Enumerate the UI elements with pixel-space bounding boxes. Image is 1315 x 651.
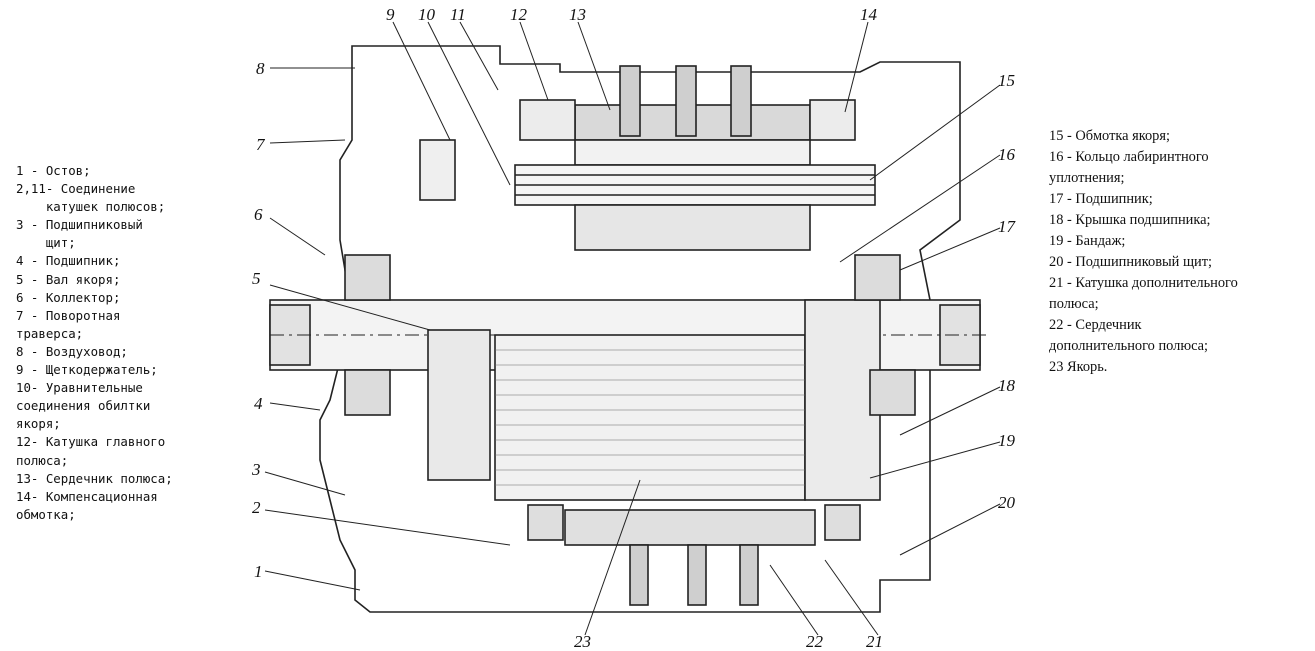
callout-12: 12: [510, 5, 528, 24]
callout-19: 19: [998, 431, 1016, 450]
pole-bolt: [619, 65, 641, 137]
legend-right-line: уплотнения;: [1049, 170, 1125, 186]
legend-left-line: щит;: [16, 235, 76, 251]
callout-6: 6: [254, 205, 263, 224]
legend-right-line: 18 - Крышка подшипника;: [1049, 212, 1211, 228]
legend-left-line: 12- Катушка главного: [16, 434, 166, 450]
legend-left-line: 5 - Вал якоря;: [16, 271, 121, 287]
legend-right-line: полюса;: [1049, 296, 1099, 312]
interpole-coil-left: [527, 504, 564, 541]
callout-3: 3: [251, 460, 261, 479]
brush-holder: [419, 139, 456, 201]
callout-22: 22: [806, 632, 824, 651]
callout-7: 7: [256, 135, 266, 154]
legend-left-line: траверса;: [16, 325, 84, 341]
bearing-left-bottom: [344, 369, 391, 416]
callout-11: 11: [450, 5, 466, 24]
callout-16: 16: [998, 145, 1016, 164]
legend-left: 1 - Остов; 2,11- Соединение катушек полюс…: [16, 162, 254, 524]
callout-20: 20: [998, 493, 1016, 512]
callout-23: 23: [574, 632, 591, 651]
callout-numbers: 1 2 3 4 5 6 7 8 9 10 11 12 13 14 15 16 1…: [251, 5, 1017, 651]
interpole-coil-right: [824, 504, 861, 541]
callout-9: 9: [386, 5, 395, 24]
legend-left-line: 10- Уравнительные: [16, 380, 143, 396]
callout-21: 21: [866, 632, 883, 651]
legend-left-line: якоря;: [16, 416, 61, 432]
legend-left-line: 3 - Подшипниковый: [16, 217, 143, 233]
legend-right-line: 17 - Подшипник;: [1049, 191, 1153, 207]
legend-left-line: обмотка;: [16, 506, 76, 522]
legend-right-line: 16 - Кольцо лабиринтного: [1049, 149, 1209, 165]
legend-left-line: 2,11- Соединение: [16, 181, 136, 197]
legend-left-line: 1 - Остов;: [16, 163, 91, 178]
callout-15: 15: [998, 71, 1015, 90]
legend-left-line: 6 - Коллектор;: [16, 289, 121, 305]
legend-right-line: 23 Якорь.: [1049, 359, 1108, 375]
legend-right-line: 20 - Подшипниковый щит;: [1049, 254, 1213, 270]
callout-10: 10: [418, 5, 436, 24]
armature-core-top: [574, 204, 811, 251]
legend-left-line: 9 - Щеткодержатель;: [16, 362, 158, 378]
bandage: [804, 299, 881, 501]
legend-right-line: 21 - Катушка дополнительного: [1049, 275, 1238, 291]
legend-right-line: дополнительного полюса;: [1049, 338, 1209, 354]
legend-left-line: полюса;: [16, 452, 69, 468]
callout-8: 8: [256, 59, 265, 78]
callout-13: 13: [569, 5, 586, 24]
callout-4: 4: [254, 394, 263, 413]
callout-17: 17: [998, 217, 1017, 236]
callout-14: 14: [860, 5, 878, 24]
bearing-right-bottom: [869, 369, 916, 416]
pole-shoe: [574, 139, 811, 166]
commutator: [427, 329, 491, 481]
legend-right-line: 15 - Обмотка якоря;: [1049, 128, 1170, 144]
legend-left-line: 13- Сердечник полюса;: [16, 470, 173, 486]
legend-left-line: 8 - Воздуховод;: [16, 343, 128, 359]
pole-bolt: [675, 65, 697, 137]
callout-2: 2: [252, 498, 261, 517]
bearing-left-top: [344, 254, 391, 301]
legend-left-line: 14- Компенсационная: [16, 488, 158, 504]
callout-leaders: [264, 21, 1001, 636]
legend-right-line: 22 - Сердечник: [1049, 317, 1142, 333]
legend-left-line: 7 - Поворотная: [16, 307, 121, 323]
bearing-right-top: [854, 254, 901, 301]
main-pole-coil-right: [809, 99, 856, 141]
main-pole-coil-left: [519, 99, 576, 141]
legend-left-line: соединения обилтки: [16, 398, 151, 414]
interpole-core: [564, 509, 816, 546]
callout-18: 18: [998, 376, 1016, 395]
pole-bolt: [730, 65, 752, 137]
callout-5: 5: [252, 269, 261, 288]
legend-right-line: 19 - Бандаж;: [1049, 233, 1126, 249]
legend-right: 15 - Обмотка якоря; 16 - Кольцо лабиринтн…: [1049, 126, 1311, 378]
armature-core: [494, 334, 806, 501]
armature-laminations: [495, 349, 805, 486]
legend-left-line: 4 - Подшипник;: [16, 253, 121, 269]
callout-1: 1: [254, 562, 263, 581]
legend-left-line: катушек полюсов;: [16, 199, 166, 215]
